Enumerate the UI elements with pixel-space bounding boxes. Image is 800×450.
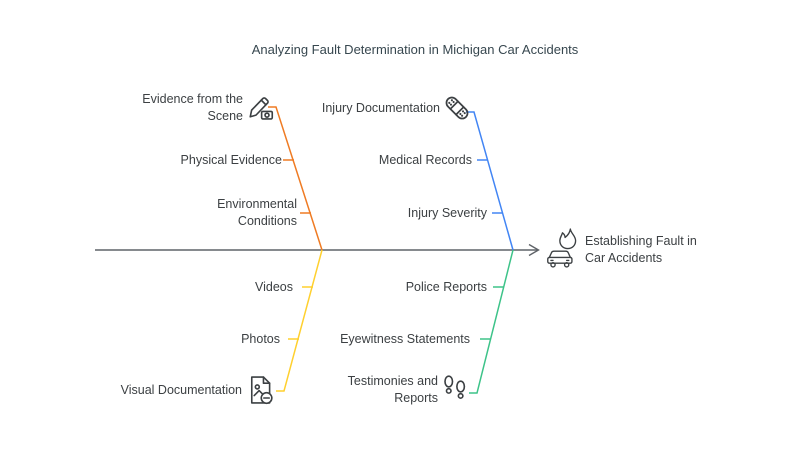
- burning-car-icon: [544, 227, 582, 269]
- item-label-videos: Videos: [255, 280, 293, 294]
- item-label-environmental-conditions: Environmental Conditions: [217, 197, 297, 228]
- branch-line-testimonies-and-reports: [469, 249, 514, 394]
- item-label-police-reports: Police Reports: [405, 280, 487, 294]
- item-label-physical-evidence: Physical Evidence: [180, 153, 282, 167]
- item-label-medical-records: Medical Records: [378, 153, 472, 167]
- diagram-title: Analyzing Fault Determination in Michiga…: [251, 42, 579, 57]
- pen-and-camera-icon: [246, 92, 276, 122]
- branch-label-visual-documentation: Visual Documentation: [120, 383, 242, 397]
- branch-label-evidence-from-the-scene: Evidence from the Scene: [142, 92, 243, 123]
- branch-line-visual-documentation: [276, 249, 323, 392]
- branch-label-injury-documentation: Injury Documentation: [321, 101, 440, 115]
- branch-line-evidence-from-the-scene: [268, 106, 323, 251]
- item-label-injury-severity: Injury Severity: [407, 206, 487, 220]
- footprints-icon: [440, 372, 470, 406]
- item-label-eyewitness-statements: Eyewitness Statements: [340, 332, 470, 346]
- image-file-minus-icon: [246, 374, 276, 406]
- item-label-photos: Photos: [241, 332, 280, 346]
- effect-label: Establishing Fault in Car Accidents: [585, 234, 697, 265]
- branch-line-injury-documentation: [466, 111, 514, 251]
- bandage-icon: [441, 92, 473, 124]
- branch-label-testimonies-and-reports: Testimonies and Reports: [347, 374, 438, 405]
- spine-arrowhead-icon: [528, 243, 540, 257]
